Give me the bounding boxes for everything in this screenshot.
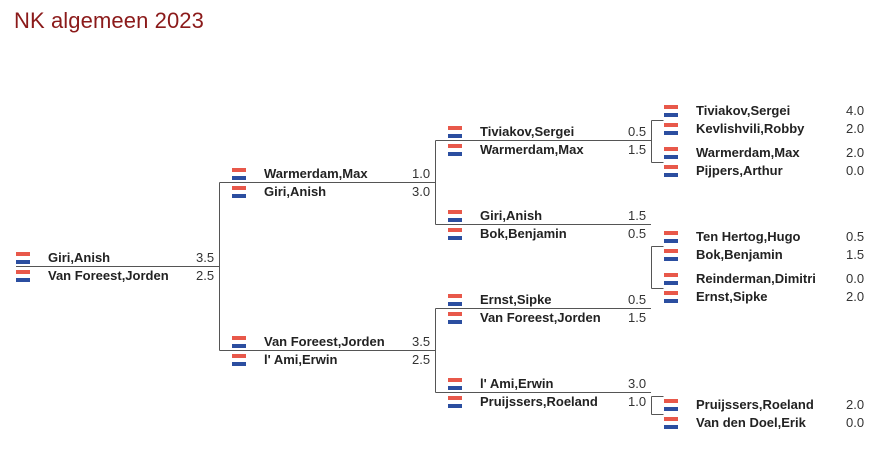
netherlands-flag-icon: [16, 270, 30, 282]
netherlands-flag-icon: [664, 165, 678, 177]
netherlands-flag-icon: [664, 417, 678, 429]
player-name: Giri,Anish: [480, 208, 543, 223]
player-row[interactable]: Warmerdam,Max 2.0: [664, 144, 876, 162]
netherlands-flag-icon: [448, 228, 462, 240]
netherlands-flag-icon: [232, 168, 246, 180]
player-name: Reinderman,Dimitri: [696, 271, 816, 286]
player-row[interactable]: Giri,Anish 3.5: [16, 249, 226, 267]
player-name: Van Foreest,Jorden: [264, 334, 385, 349]
player-row[interactable]: Van Foreest,Jorden 3.5: [232, 333, 442, 351]
player-name: Pijpers,Arthur: [696, 163, 783, 178]
netherlands-flag-icon: [232, 186, 246, 198]
netherlands-flag-icon: [664, 273, 678, 285]
player-name: Van den Doel,Erik: [696, 415, 806, 430]
player-row[interactable]: Giri,Anish 3.0: [232, 183, 442, 201]
player-score: 2.5: [196, 268, 215, 283]
player-row[interactable]: Giri,Anish 1.5: [448, 207, 658, 225]
player-row[interactable]: Van den Doel,Erik 0.0: [664, 414, 876, 432]
player-row[interactable]: Warmerdam,Max 1.0: [232, 165, 442, 183]
player-name: Pruijssers,Roeland: [696, 397, 814, 412]
player-score: 4.0: [846, 103, 865, 118]
player-row[interactable]: Tiviakov,Sergei 4.0: [664, 102, 876, 120]
player-score: 0.0: [846, 415, 865, 430]
player-score: 3.0: [412, 184, 431, 199]
netherlands-flag-icon: [664, 399, 678, 411]
player-name: l' Ami,Erwin: [480, 376, 554, 391]
player-score: 2.0: [846, 145, 865, 160]
player-name: Pruijssers,Roeland: [480, 394, 598, 409]
netherlands-flag-icon: [448, 396, 462, 408]
player-score: 1.0: [412, 166, 431, 181]
netherlands-flag-icon: [232, 354, 246, 366]
netherlands-flag-icon: [16, 252, 30, 264]
player-name: Ten Hertog,Hugo: [696, 229, 801, 244]
netherlands-flag-icon: [664, 291, 678, 303]
netherlands-flag-icon: [664, 249, 678, 261]
player-score: 0.5: [628, 226, 647, 241]
player-row[interactable]: l' Ami,Erwin 3.0: [448, 375, 658, 393]
player-row[interactable]: Van Foreest,Jorden 2.5: [16, 267, 226, 285]
player-name: Warmerdam,Max: [480, 142, 584, 157]
player-score: 3.5: [196, 250, 215, 265]
player-score: 0.5: [846, 229, 865, 244]
player-row[interactable]: Bok,Benjamin 1.5: [664, 246, 876, 264]
player-name: Van Foreest,Jorden: [480, 310, 601, 325]
player-name: Warmerdam,Max: [696, 145, 800, 160]
player-score: 2.0: [846, 397, 865, 412]
player-score: 0.5: [628, 292, 647, 307]
player-score: 2.5: [412, 352, 431, 367]
netherlands-flag-icon: [664, 123, 678, 135]
player-name: l' Ami,Erwin: [264, 352, 338, 367]
netherlands-flag-icon: [448, 144, 462, 156]
player-name: Van Foreest,Jorden: [48, 268, 169, 283]
netherlands-flag-icon: [448, 378, 462, 390]
player-row[interactable]: Ten Hertog,Hugo 0.5: [664, 228, 876, 246]
netherlands-flag-icon: [664, 231, 678, 243]
player-score: 0.0: [846, 163, 865, 178]
player-name: Bok,Benjamin: [696, 247, 783, 262]
player-row[interactable]: l' Ami,Erwin 2.5: [232, 351, 442, 369]
player-row[interactable]: Pruijssers,Roeland 1.0: [448, 393, 658, 411]
netherlands-flag-icon: [448, 294, 462, 306]
netherlands-flag-icon: [664, 147, 678, 159]
player-score: 1.5: [846, 247, 865, 262]
player-row[interactable]: Van Foreest,Jorden 1.5: [448, 309, 658, 327]
player-row[interactable]: Pruijssers,Roeland 2.0: [664, 396, 876, 414]
player-score: 1.0: [628, 394, 647, 409]
player-score: 2.0: [846, 121, 865, 136]
player-name: Giri,Anish: [48, 250, 111, 265]
player-name: Ernst,Sipke: [696, 289, 768, 304]
player-score: 2.0: [846, 289, 865, 304]
player-row[interactable]: Ernst,Sipke 2.0: [664, 288, 876, 306]
player-score: 1.5: [628, 208, 647, 223]
player-score: 0.5: [628, 124, 647, 139]
netherlands-flag-icon: [448, 210, 462, 222]
player-score: 1.5: [628, 310, 647, 325]
player-score: 3.0: [628, 376, 647, 391]
player-row[interactable]: Pijpers,Arthur 0.0: [664, 162, 876, 180]
netherlands-flag-icon: [448, 126, 462, 138]
player-row[interactable]: Warmerdam,Max 1.5: [448, 141, 658, 159]
player-row[interactable]: Bok,Benjamin 0.5: [448, 225, 658, 243]
netherlands-flag-icon: [448, 312, 462, 324]
player-name: Tiviakov,Sergei: [696, 103, 791, 118]
player-name: Tiviakov,Sergei: [480, 124, 575, 139]
page-title: NK algemeen 2023: [14, 8, 204, 33]
player-score: 0.0: [846, 271, 865, 286]
player-score: 3.5: [412, 334, 431, 349]
player-name: Kevlishvili,Robby: [696, 121, 805, 136]
player-name: Bok,Benjamin: [480, 226, 567, 241]
player-row[interactable]: Tiviakov,Sergei 0.5: [448, 123, 658, 141]
player-name: Giri,Anish: [264, 184, 327, 199]
player-row[interactable]: Ernst,Sipke 0.5: [448, 291, 658, 309]
player-row[interactable]: Kevlishvili,Robby 2.0: [664, 120, 876, 138]
player-name: Ernst,Sipke: [480, 292, 552, 307]
player-name: Warmerdam,Max: [264, 166, 368, 181]
player-score: 1.5: [628, 142, 647, 157]
netherlands-flag-icon: [664, 105, 678, 117]
netherlands-flag-icon: [232, 336, 246, 348]
player-row[interactable]: Reinderman,Dimitri 0.0: [664, 270, 876, 288]
